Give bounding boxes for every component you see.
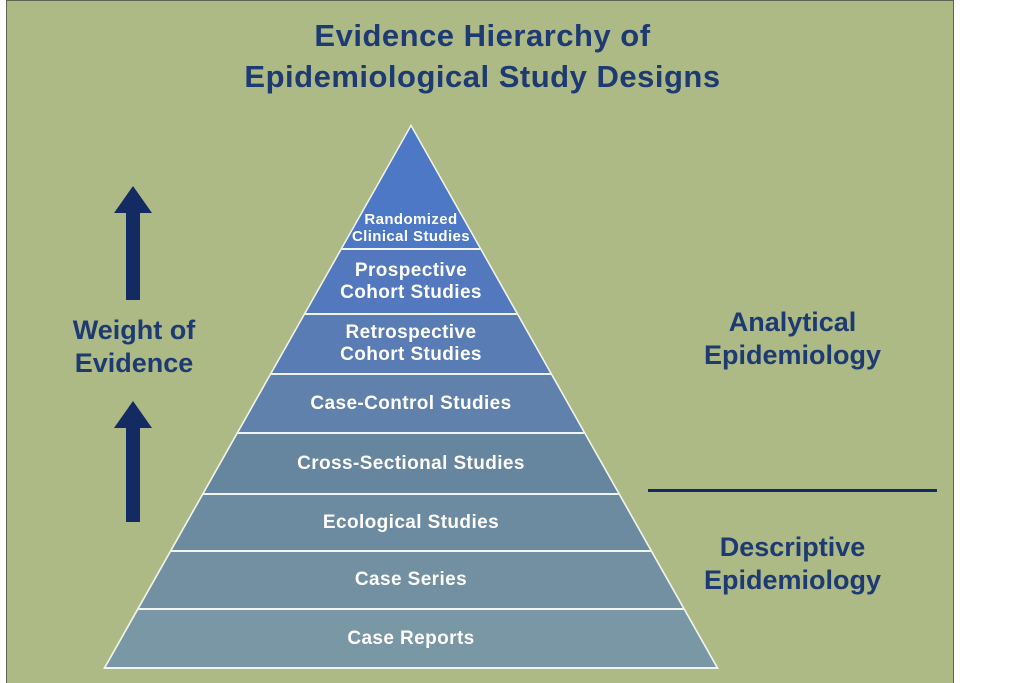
descriptive-epidemiology-label: Descriptive Epidemiology bbox=[703, 532, 882, 595]
pyramid-level-ecological-studies: Ecological Studies bbox=[106, 493, 716, 550]
pyramid-level-label: Case Series bbox=[354, 569, 468, 591]
up-arrow-icon bbox=[114, 401, 152, 522]
up-arrow-shape bbox=[114, 186, 152, 300]
pyramid-level-case-series: Case Series bbox=[106, 550, 716, 608]
analytical-epidemiology-label: Analytical Epidemiology bbox=[703, 307, 882, 370]
pyramid-level-label: Retrospective Cohort Studies bbox=[340, 322, 482, 365]
pyramid-level-label: Ecological Studies bbox=[322, 511, 500, 533]
pyramid-level-label: Cross-Sectional Studies bbox=[297, 452, 525, 474]
pyramid-level-case-reports: Case Reports bbox=[106, 608, 716, 667]
analytical-descriptive-divider-line bbox=[648, 489, 937, 492]
pyramid-level-label: Case Reports bbox=[347, 627, 475, 649]
diagram-title: Evidence Hierarchy of Epidemiological St… bbox=[244, 18, 721, 94]
weight-of-evidence-label: Weight of Evidence bbox=[72, 315, 196, 378]
pyramid-level-label: Case-Control Studies bbox=[310, 392, 512, 414]
pyramid-level-label: Randomized Clinical Studies bbox=[351, 211, 471, 245]
pyramid-level-label: Prospective Cohort Studies bbox=[340, 259, 482, 303]
up-arrow-shape bbox=[114, 401, 152, 522]
up-arrow-icon bbox=[114, 186, 152, 300]
